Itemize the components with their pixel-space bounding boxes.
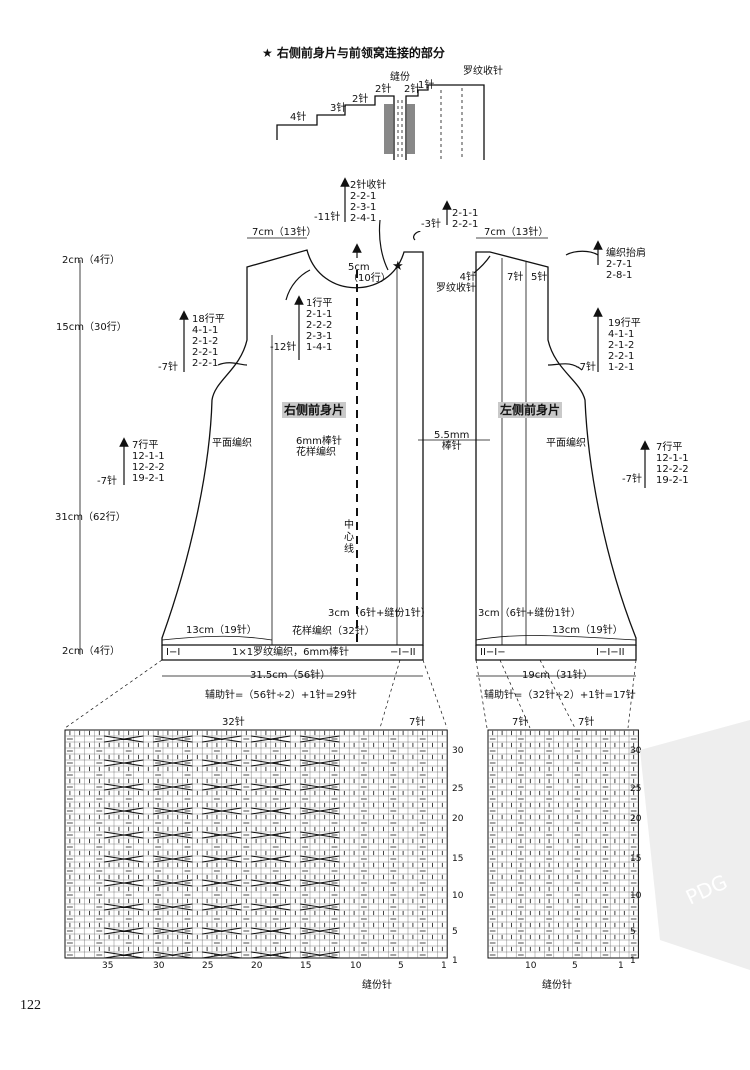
neck-decrease-rows: 2针收针 2-2-1 2-3-1 2-4-1 — [350, 180, 387, 224]
height-rib: 2cm（4行） — [62, 646, 120, 657]
chart-leaders — [64, 659, 637, 729]
right-top-width: 7cm（13针） — [252, 227, 317, 238]
chart-left-label-7b: 7针 — [578, 717, 595, 728]
left-arm-decrease-count: -7针 — [576, 362, 596, 373]
detail-label-1: 1针 — [418, 80, 435, 91]
left-side-label: 3cm（6针+缝份1针） — [478, 608, 581, 619]
center-line-label: 中心线 — [344, 520, 354, 555]
neck-decrease-right-count: -3针 — [421, 219, 441, 230]
left-bottom-width: 13cm（19针） — [552, 625, 623, 636]
chart-left-row-number-1: 25 — [630, 784, 642, 794]
chart-right-col-number-7: 1 — [441, 961, 447, 971]
right-total-width: 31.5cm（56针） — [250, 670, 331, 681]
left-aux-formula: 辅助针=（32针÷2）+1针=17针 — [484, 690, 636, 701]
chart-right-col-number-0: 35 — [102, 961, 114, 971]
detail-label-rib-bindoff: 罗纹收针 — [463, 66, 503, 77]
left-piece-outline — [475, 251, 637, 661]
page-title: ★ 右侧前身片与前领窝连接的部分 — [262, 46, 445, 60]
chart-left-row-number-4: 10 — [630, 891, 642, 901]
chart-left-label-7a: 7针 — [512, 717, 529, 728]
rib-label: 1×1罗纹编织，6mm棒针 — [232, 647, 349, 658]
chart-left-col-number-1: 5 — [572, 961, 578, 971]
height-body: 31cm（62行） — [55, 512, 126, 523]
side-decrease-count: -7针 — [97, 476, 117, 487]
detail-label-seam: 缝份 — [390, 72, 410, 83]
detail-label-2b: 2针 — [375, 84, 392, 95]
left-side-decrease-count: -7针 — [622, 474, 642, 485]
chart-left-row-number-6: 1 — [630, 956, 636, 966]
chart-right-label-7: 7针 — [409, 717, 426, 728]
shoulder-decrease-rows: 1行平 2-1-1 2-2-2 2-3-1 1-4-1 — [306, 298, 333, 353]
right-plain-knit: 平面编织 — [212, 438, 252, 449]
shoulder-decrease-count: -12针 — [270, 342, 297, 353]
chart-left-seam: 缝份针 — [542, 980, 572, 991]
needle-label: 5.5mm 棒针 — [434, 430, 470, 452]
neck-decrease-count: -11针 — [314, 212, 341, 223]
chart-left-row-number-2: 20 — [630, 814, 642, 824]
right-stitch-label: 6mm棒针 花样编织 — [296, 436, 342, 458]
direction-arrows — [119, 177, 650, 488]
height-arm: 15cm（30行） — [56, 322, 127, 333]
chart-right-label-32: 32针 — [222, 717, 245, 728]
left-arm-decrease-rows: 19行平 4-1-1 2-1-2 2-2-1 1-2-1 — [608, 318, 641, 373]
side-decrease-rows: 7行平 12-1-1 12-2-2 19-2-1 — [132, 440, 165, 484]
arm-decrease-count: -7针 — [158, 362, 178, 373]
neck-depth: 5cm （10行） — [348, 262, 391, 284]
right-aux-formula: 辅助针=（56针÷2）+1针=29针 — [205, 690, 357, 701]
detail-label-2a: 2针 — [352, 94, 369, 105]
chart-left-row-number-5: 5 — [630, 927, 636, 937]
dimension-lines — [79, 237, 637, 677]
chart-left-col-number-2: 1 — [618, 961, 624, 971]
left-piece-name: 左侧前身片 — [498, 402, 563, 418]
chart-right-grid — [64, 729, 448, 959]
rib-symbol-left: I−I — [166, 647, 181, 658]
chart-right-row-number-3: 15 — [452, 854, 464, 864]
chart-right-row-number-6: 1 — [452, 956, 458, 966]
left-side-decrease-rows: 7行平 12-1-1 12-2-2 19-2-1 — [656, 442, 689, 486]
left-shoulder-shaping: 编织抬肩 2-7-1 2-8-1 — [606, 248, 646, 281]
left-top-width: 7cm（13针） — [484, 227, 549, 238]
neck-decrease-right-rows: 2-1-1 2-2-1 — [452, 208, 479, 230]
page-number: 122 — [20, 998, 41, 1013]
left-rib-symbol-left: II−I− — [480, 647, 506, 658]
detail-label-4: 4针 — [290, 112, 307, 123]
watermark: PDG — [640, 720, 750, 970]
right-side-label: 3cm（6针+缝份1针） — [328, 608, 431, 619]
chart-right-row-number-4: 10 — [452, 891, 464, 901]
left-plain-knit: 平面编织 — [546, 438, 586, 449]
chart-right-col-number-1: 30 — [153, 961, 165, 971]
detail-label-2c: 2针 — [404, 84, 421, 95]
chart-left-col-number-0: 10 — [525, 961, 537, 971]
left-rib-bindoff: 4针 罗纹收针 — [436, 272, 476, 294]
detail-steps — [276, 84, 485, 160]
right-bottom-width: 13cm（19针） — [186, 625, 257, 636]
chart-left-row-number-0: 30 — [630, 746, 642, 756]
chart-right-col-number-2: 25 — [202, 961, 214, 971]
chart-right-seam: 缝份针 — [362, 980, 392, 991]
detail-label-3: 3针 — [330, 103, 347, 114]
chart-left-row-number-3: 15 — [630, 854, 642, 864]
left-total-width: 19cm（31针） — [522, 670, 593, 681]
chart-right-row-number-2: 20 — [452, 814, 464, 824]
rib-symbol-right: −I−II — [390, 647, 416, 658]
chart-right-row-number-5: 5 — [452, 927, 458, 937]
chart-right-col-number-5: 10 — [350, 961, 362, 971]
chart-left-grid — [487, 729, 639, 959]
arm-decrease-rows: 18行平 4-1-1 2-1-2 2-2-1 2-2-1 — [192, 314, 225, 369]
chart-right-col-number-3: 20 — [251, 961, 263, 971]
star-icon: ★ — [392, 259, 404, 274]
left-7-stitches: 7针 — [507, 272, 524, 283]
right-piece-name: 右侧前身片 — [282, 402, 347, 418]
right-piece-outline — [161, 249, 424, 661]
chart-right-col-number-4: 15 — [300, 961, 312, 971]
chart-right-row-number-1: 25 — [452, 784, 464, 794]
pattern-width: 花样编织（32针） — [292, 626, 375, 637]
height-top: 2cm（4行） — [62, 255, 120, 266]
chart-right-row-number-0: 30 — [452, 746, 464, 756]
chart-right-col-number-6: 5 — [398, 961, 404, 971]
left-5-stitches: 5针 — [531, 272, 548, 283]
left-rib-symbol-right: I−I−II — [596, 647, 625, 658]
